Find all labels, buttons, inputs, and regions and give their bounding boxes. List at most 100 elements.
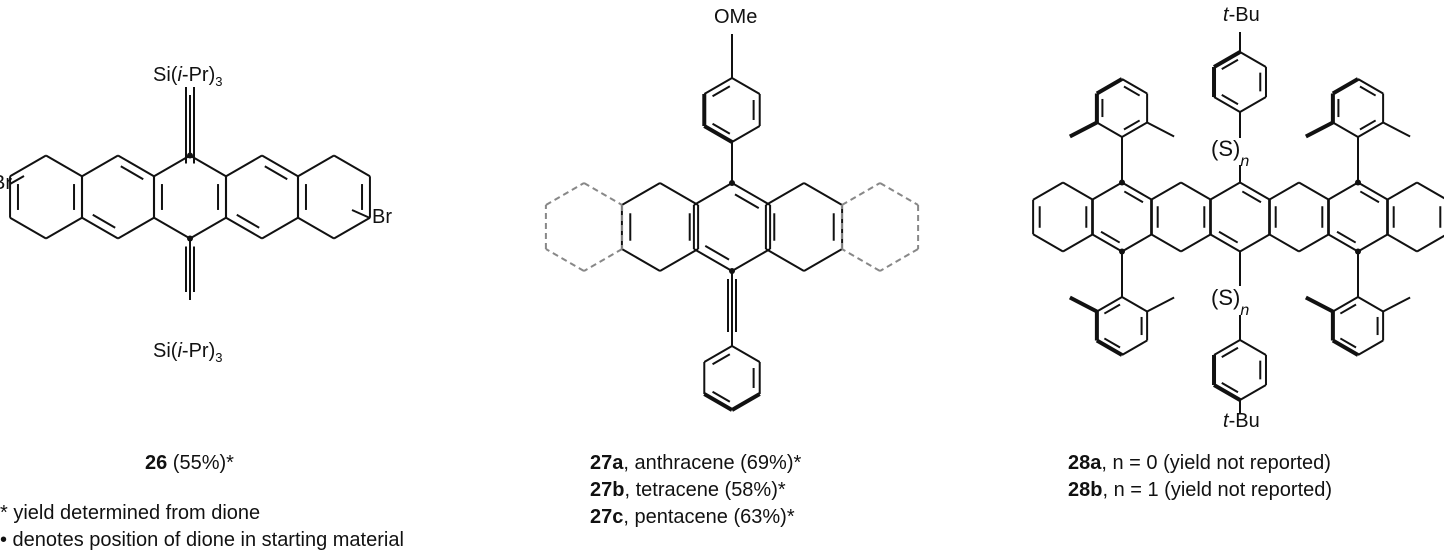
methyl-bond (1068, 120, 1098, 139)
compound-28a-label: 28a, n = 0 (yield not reported) (1068, 452, 1331, 474)
ring-bond (693, 248, 733, 272)
ring-bond (1332, 121, 1359, 138)
ring-bond (1121, 121, 1148, 138)
double-bond (1359, 190, 1380, 204)
ring-bond (1096, 296, 1123, 313)
ring-bond (583, 248, 623, 272)
compound-27a-label: 27a, anthracene (69%)* (590, 452, 802, 474)
ring-bond (1298, 181, 1330, 201)
ring-bond (333, 154, 371, 178)
ring-bond (1331, 338, 1359, 357)
double-bond (264, 165, 288, 181)
ring-bond (879, 182, 919, 206)
ring-bond (621, 248, 661, 272)
double-bond (712, 390, 731, 403)
ring-bond (621, 182, 661, 206)
compound-27b-label: 27b, tetracene (58%)* (590, 479, 786, 501)
double-bond (1359, 119, 1377, 131)
ring-bond (1357, 339, 1384, 356)
ring-bond (117, 154, 155, 178)
ring-bond (45, 216, 83, 240)
compound-27c-label: 27c, pentacene (63%)* (590, 506, 795, 528)
ring-bond (1268, 181, 1300, 201)
ring-bond (1150, 181, 1182, 201)
ring-bond (1095, 338, 1123, 357)
double-bond (1218, 230, 1239, 244)
ring-bond (1062, 233, 1094, 253)
double-bond (1123, 119, 1141, 131)
footnote-yield: * yield determined from dione (0, 502, 261, 524)
ring-bond (1213, 50, 1242, 69)
ring-bond (1268, 233, 1300, 253)
double-bond (712, 353, 731, 366)
compound-28-top-sulfur: (S)n (1211, 136, 1250, 170)
double-bond (1103, 337, 1121, 349)
ring-bond (879, 248, 919, 272)
double-bond (1221, 382, 1239, 394)
footnote-dione: • denotes position of dione in starting … (0, 529, 404, 551)
ring-bond (1062, 181, 1094, 201)
ring-bond (1416, 181, 1444, 200)
methyl-bond (1146, 296, 1175, 313)
ring-bond (1209, 181, 1241, 201)
ring-bond (1121, 78, 1148, 95)
ring-bond (81, 216, 119, 240)
ring-bond (1357, 78, 1384, 95)
double-bond (92, 213, 116, 229)
ring-bond (1327, 181, 1359, 201)
ring-bond (1213, 96, 1241, 113)
ring-bond (1239, 233, 1271, 253)
methyl-bond (1304, 295, 1334, 314)
double-bond (712, 85, 731, 98)
methyl-bond (1382, 121, 1411, 138)
ring-bond (803, 248, 843, 272)
compound-28-bottom-tbu: t-Bu (1223, 410, 1260, 432)
ring-bond (261, 154, 299, 178)
methyl-bond (1068, 295, 1098, 314)
ring-bond (1332, 296, 1359, 313)
ring-bond (1239, 96, 1267, 113)
ring-bond (1239, 384, 1267, 401)
double-bond (1359, 85, 1377, 97)
ring-bond (1386, 233, 1418, 253)
ring-bond (1213, 339, 1241, 356)
ring-bond (731, 77, 761, 95)
ring-bond (703, 77, 733, 95)
br-bond (351, 209, 371, 219)
double-bond (1241, 190, 1262, 204)
compound-26-label: 26 (55%)* (145, 452, 234, 474)
compound-28-top-tbu: t-Bu (1223, 4, 1260, 26)
ring-bond (693, 182, 733, 206)
double-bond (1336, 230, 1357, 244)
ring-bond (297, 216, 335, 240)
ring-bond (659, 248, 699, 272)
double-bond (1221, 58, 1239, 70)
ring-bond (1032, 181, 1064, 201)
methyl-bond (1382, 296, 1411, 313)
ring-bond (1180, 181, 1212, 201)
br-bond (9, 175, 25, 185)
compound-28b-label: 28b, n = 1 (yield not reported) (1068, 479, 1333, 501)
ring-bond (1091, 233, 1123, 253)
ring-bond (333, 216, 371, 240)
ring-bond (731, 345, 761, 363)
ring-bond (1121, 339, 1148, 356)
ring-bond (1357, 233, 1389, 253)
ring-bond (1331, 77, 1359, 96)
ring-bond (153, 154, 191, 178)
ring-bond (1239, 339, 1267, 356)
ring-bond (1091, 181, 1123, 201)
ring-bond (9, 216, 47, 240)
ring-bond (659, 182, 699, 206)
ring-bond (1327, 233, 1359, 253)
ring-bond (1121, 233, 1153, 253)
ring-bond (1150, 233, 1182, 253)
ring-bond (1213, 383, 1242, 402)
double-bond (120, 165, 144, 181)
double-bond (704, 245, 730, 261)
ring-bond (81, 154, 119, 178)
double-bond (1123, 85, 1141, 97)
compound-26-top-silyl: Si(i-Pr)3 (153, 64, 223, 89)
